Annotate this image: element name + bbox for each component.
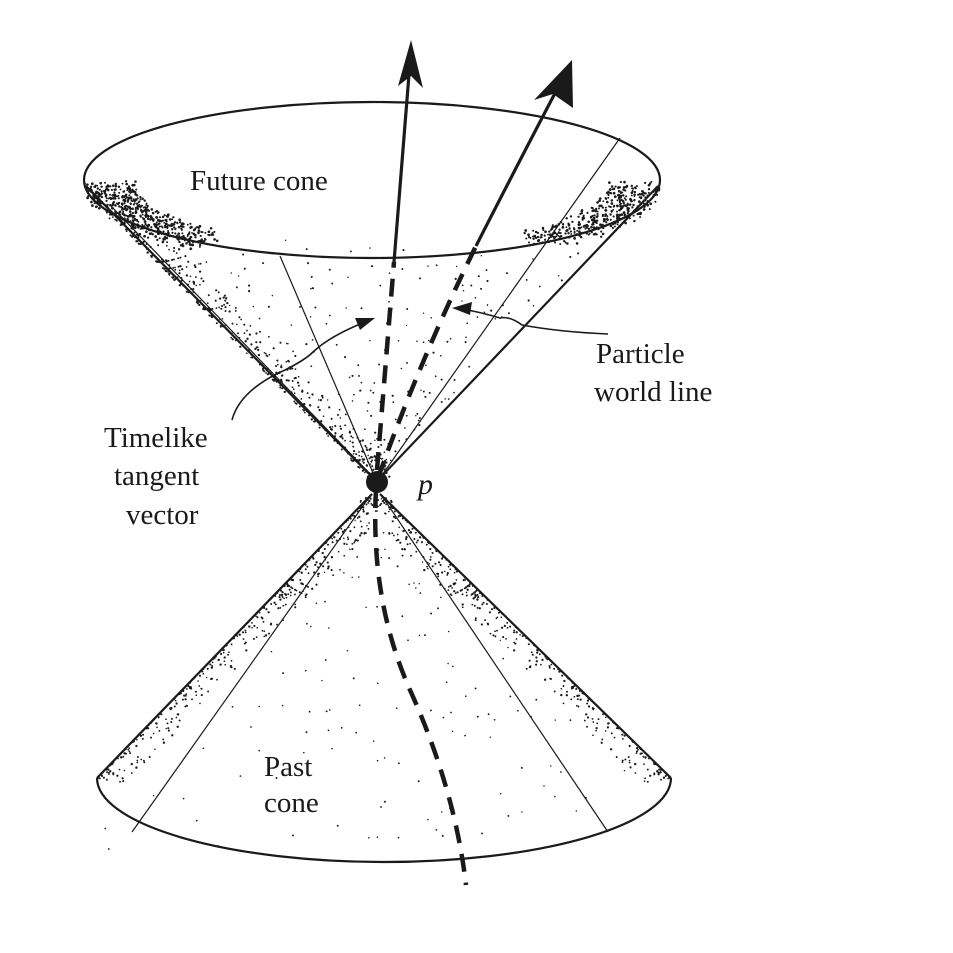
future-cone-inner-line-right xyxy=(379,137,621,479)
world-line-past-dashed xyxy=(372,489,469,886)
past-cone-left-edge xyxy=(96,493,373,779)
timelike-tangent-label-line1: Timelike xyxy=(104,422,208,454)
past-cone-inner-line-right xyxy=(381,495,609,833)
future-cone-inner-line-left xyxy=(279,255,377,481)
tangent-vector-dashed-part xyxy=(374,261,397,471)
past-cone-label-line2: cone xyxy=(264,787,319,819)
leader-particle xyxy=(461,308,609,335)
world-line-future-solid xyxy=(474,77,565,247)
leader-timelike xyxy=(231,321,366,421)
future-cone-right-edge xyxy=(379,185,659,479)
past-cone-rim xyxy=(95,777,673,864)
future-cone-label: Future cone xyxy=(190,165,328,197)
timelike-tangent-label-line3: vector xyxy=(126,499,199,531)
world-line-future-dashed xyxy=(375,245,479,479)
future-cone-left-edge xyxy=(85,185,377,482)
tangent-vector-solid-part xyxy=(392,61,412,263)
past-cone-inner-line-left xyxy=(131,495,371,833)
leader-particle-arrowhead xyxy=(452,302,472,315)
world-line-arrowhead xyxy=(534,60,573,108)
point-p-label: p xyxy=(416,468,433,501)
particle-world-line-label-line1: Particle xyxy=(596,338,685,370)
future-cone-inner-line-far-left xyxy=(109,204,377,481)
leader-lines xyxy=(231,302,609,421)
timelike-tangent-label-line2: tangent xyxy=(114,460,199,492)
timelike-tangent-vector xyxy=(374,40,423,471)
past-cone xyxy=(95,493,673,864)
future-cone xyxy=(82,100,662,482)
event-point-p xyxy=(366,471,388,493)
particle-world-line xyxy=(372,60,573,886)
past-cone-right-edge xyxy=(379,493,672,779)
leader-timelike-arrowhead xyxy=(355,318,375,330)
tangent-vector-arrowhead xyxy=(398,40,423,88)
particle-world-line-label-line2: world line xyxy=(594,376,712,408)
past-cone-label-line1: Past xyxy=(264,751,312,783)
future-cone-rim xyxy=(82,100,662,260)
